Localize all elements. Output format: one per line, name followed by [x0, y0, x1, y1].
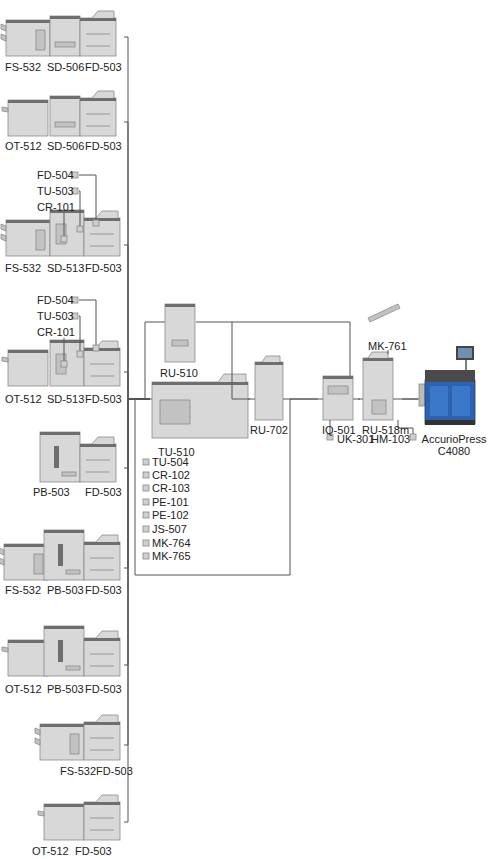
option-label: CR-103 — [152, 482, 190, 494]
part-label: PB-503 — [47, 683, 84, 695]
connector-line — [124, 399, 150, 822]
connector-line — [290, 399, 318, 400]
machine-unit: FD-504TU-503CR-101FS-532 SD-513FD-503 — [4, 166, 124, 276]
part-label: CR-101 — [37, 326, 75, 338]
machine-unit: TU-510 — [150, 372, 250, 460]
connector-line — [124, 245, 150, 399]
machine-unit: OT-512 PB-503FD-503 — [4, 618, 124, 698]
connector-line — [124, 37, 150, 399]
machine-unit: RU-510 — [160, 296, 196, 380]
part-label: FD-503 — [85, 61, 122, 73]
machine-unit: OT-512 FD-503 — [4, 788, 124, 858]
part-label: SD-513 — [47, 393, 84, 405]
connector-line — [124, 122, 150, 399]
part-label: FS-532FD-503 — [60, 765, 133, 777]
machine-unit: PB-503 FD-503 — [4, 412, 124, 500]
part-label: CR-101 — [37, 201, 75, 213]
machine-unit: RU-518m — [360, 346, 402, 438]
part-label: FS-532 — [5, 61, 41, 73]
part-label: TU-503 — [37, 310, 74, 322]
part-label: FS-532 — [5, 262, 41, 274]
connector-line — [124, 372, 150, 399]
option-label: HM-103 — [371, 433, 410, 445]
part-label: FD-503 — [85, 140, 122, 152]
connector-line — [124, 399, 150, 568]
option-label: PE-101 — [152, 496, 189, 508]
option-label: UK-301 — [337, 433, 374, 445]
part-label: OT-512 — [32, 845, 69, 857]
option-label: PE-102 — [152, 509, 189, 521]
part-label: FD-504 — [37, 294, 74, 306]
option-label: CR-102 — [152, 469, 190, 481]
machine-unit: FD-504TU-503CR-101OT-512 SD-513FD-503 — [4, 291, 124, 407]
option-label: TU-504 — [152, 456, 189, 468]
machine-unit: AccurioPress C4080 — [418, 340, 490, 460]
machine-unit: OT-512 SD-506FD-503 — [4, 80, 124, 154]
connector-line — [124, 399, 150, 745]
part-label: OT-512 — [5, 683, 42, 695]
connector-line — [196, 322, 250, 399]
machine-unit: IQ-501 — [318, 366, 358, 438]
option-label: MK-761 — [368, 340, 407, 352]
option-label: MK-764 — [152, 537, 191, 549]
part-label: SD-513 — [47, 262, 84, 274]
option-label: MK-765 — [152, 550, 191, 562]
part-label: FD-503 — [85, 486, 122, 498]
part-label: FD-503 — [85, 683, 122, 695]
machine-unit: FS-532 PB-503FD-503 — [4, 518, 124, 598]
part-label: FD-503 — [85, 393, 122, 405]
part-label: AccurioPress C4080 — [421, 433, 487, 457]
part-label: FD-503 — [85, 584, 122, 596]
connector-line — [124, 399, 150, 665]
part-label: SD-506 — [47, 61, 84, 73]
option-label: JS-507 — [152, 523, 187, 535]
part-label: RU-510 — [160, 367, 198, 379]
part-label: PB-503 — [33, 486, 70, 498]
machine-unit: FS-532 SD-506FD-503 — [4, 8, 124, 76]
part-label: FD-503 — [85, 262, 122, 274]
part-label: OT-512 — [5, 140, 42, 152]
part-label: FD-504 — [37, 169, 74, 181]
connector-line — [358, 399, 360, 400]
part-label: TU-503 — [37, 185, 74, 197]
machine-unit: FS-532FD-503 — [4, 706, 124, 780]
part-label: FD-503 — [75, 845, 112, 857]
connector-line — [124, 399, 150, 468]
part-label: RU-702 — [250, 424, 288, 436]
connector-line — [402, 399, 418, 400]
part-label: FS-532 — [5, 584, 41, 596]
machine-unit: RU-702 — [250, 348, 290, 438]
part-label: OT-512 — [5, 393, 42, 405]
part-label: PB-503 — [47, 584, 84, 596]
part-label: SD-506 — [47, 140, 84, 152]
